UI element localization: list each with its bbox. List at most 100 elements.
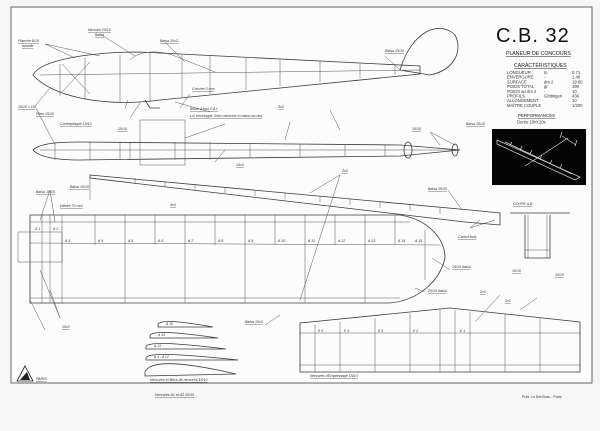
label-coupe: COUPE A.B [513,202,533,206]
spec-label: POIDS TOTAL [507,84,535,89]
label-carton: Carton bois [458,235,477,239]
wing-rib-label: A 13 [367,239,375,243]
spec-value: 10 [572,98,577,103]
stabilizer-plan-view [299,307,581,373]
label-balsa10-10: Balsa 10/10 [428,187,447,191]
label-pin: Boule à tout F.A.I. [190,107,218,111]
spec-value: 10 [572,89,577,94]
label-plywood: Planche 8/10 [18,39,39,43]
sheet-frame [10,6,593,384]
label-balsa-top: Balsa 10x3 [160,39,178,43]
wing-rib-label: A 14 [397,239,405,243]
wing-rib-label: A 6 [157,239,163,243]
profile-label: A 3 - A 12 [153,355,169,359]
plan-subtitle: PLANEUR DE CONCOURS [506,51,571,57]
tow-hook [144,99,160,109]
spec-label: PROFILS [507,94,525,99]
performances-heading: PERFORMANCES [518,113,555,118]
wing-profile-0 [157,321,214,328]
root-rib-profile [144,363,237,377]
spec-unit: - [544,75,546,80]
spec-label: SURFACE [507,79,527,84]
label-s10x3: 10x3 [236,163,244,167]
spec-label: ENVERGURE [507,75,534,80]
label-spar: Nervure 20/10 [88,28,111,32]
spec-unit: - [544,89,546,94]
label-b20: 20/10 balsa [427,289,447,293]
label-plank: Plein 15/10 [36,112,54,116]
wing-rib-label: A 10 [277,239,285,243]
spec-value: 1.40 [572,75,581,80]
spec-value: 190 [572,84,580,89]
spec-label: ALLONGEMENT [507,98,539,103]
label-latte: Balsa 15/10 [385,49,404,53]
label-ply-sub: lamelle [22,44,33,48]
label-balsa-c: Balsa 10x3 [245,320,263,324]
label-c15: 15/10 [555,273,564,277]
wing-rib-label: A 15 [414,239,422,243]
wing-center-joint [17,231,63,263]
wing-rib-label: A 8 [217,239,223,243]
leader-lines [29,33,538,331]
section-ab-view [510,212,570,259]
stab-mount-ring [403,141,413,159]
label-b15: 15/10 balsa [452,265,471,269]
label-balsa-b: Balsa 10/10 [466,122,485,126]
stab-rib-label: E 2 [413,329,418,333]
label-a10x2: 10x2 [62,325,70,329]
label-ribs-note: Nervures et Becs de nervures 15/10 [150,378,208,382]
wing-plan-view [29,214,446,304]
label-ribs-note2: Nervures A1 et A2 20/10 [155,393,194,397]
wing-mount-block [139,119,186,166]
label-balsa15: Balsa 15/10 [70,185,89,189]
label-nose: 10/10 x 10 [18,105,35,109]
specs-heading: CARACTÉRISTIQUES [514,62,567,69]
publisher-credit: Publ. Le Bel Bois... Paris [522,395,562,399]
wing-profiles: A 15 A 14 A 13 A 3 - A 12 [145,321,239,361]
label-s3x3: 3x3 [278,105,284,109]
label-stab-note: Nervures d'Empennage 15/10 [310,374,358,378]
stab-rib-label: E 1 [460,329,465,333]
label-s10-10: 10/10 [412,127,421,131]
wing-profile-1 [149,332,219,339]
spec-value: 436 [572,94,580,99]
label-s2x2b: 2x2 [504,299,511,303]
wing-rib-label: A 1 [34,227,40,231]
label-cover: Lu! enveloppe 2mm cartonné à maton au do… [190,114,263,118]
photo-glider-silhouette [496,131,581,181]
wing-rib-label: A 9 [247,239,253,243]
spec-unit: gr [544,84,548,89]
label-hook: Crochet 3 mm [192,87,215,91]
label-s2x2: 2x2 [341,169,348,173]
label-s2x3: 2x3 [479,290,486,294]
profile-label: A 14 [157,333,165,337]
label-ct15: 15/10 [118,127,127,131]
logo-triangle [16,365,34,382]
label-contreplaque: Contreplaqué 15/10 [60,122,92,126]
plan-title: C.B. 32 [496,25,570,47]
spec-unit: m [544,70,548,75]
spec-label: POIDS au dm 2 [507,89,537,94]
wing-rib-label: A 4 [97,239,103,243]
spec-label: MAÎTRE COUPLE [507,103,541,108]
wing-rib-label: A 7 [187,239,194,243]
fin-outline [399,27,459,76]
profile-label: A 13 [153,344,161,348]
label-c10: 10/10 [512,269,521,273]
wing-rib-label: A 11 [307,239,315,243]
spec-value: 19.60 [572,79,583,84]
label-a4x4: 4x4 [170,203,176,207]
performances-value: Durée 10m.20s [517,120,546,125]
stab-rib-label: E 4 [344,329,349,333]
label-logo-text: PARIS [36,377,47,381]
profile-label: A 15 [165,322,173,326]
wing-rib-label: A 12 [337,239,345,243]
wing-rib-label: A 5 [127,239,133,243]
spec-label: LONGUEUR [507,70,531,75]
spec-unit: dm 2 [544,79,554,84]
